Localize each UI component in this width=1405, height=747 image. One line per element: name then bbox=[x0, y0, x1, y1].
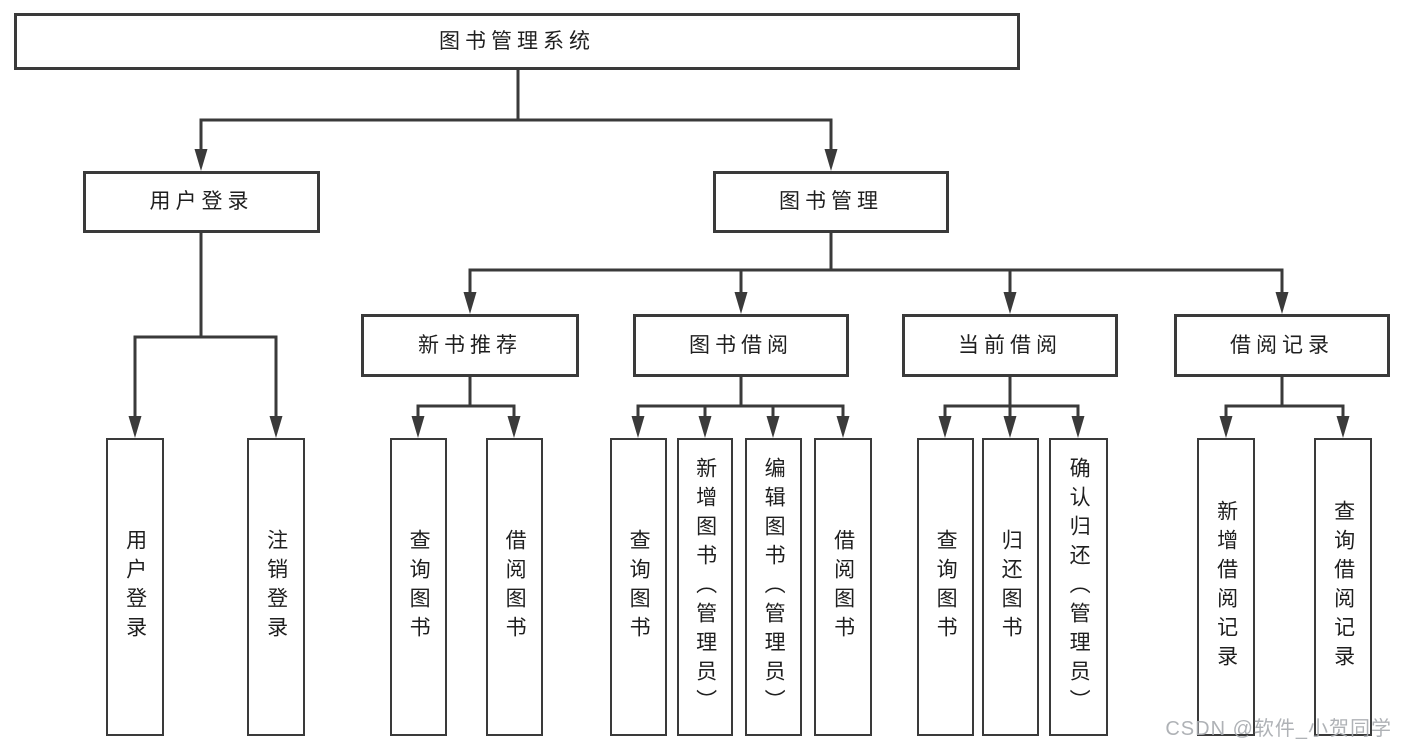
node-borrowing-records: 借阅记录 bbox=[1174, 314, 1390, 377]
node-label: 图书管理 bbox=[779, 190, 883, 214]
node-label: 编辑图书（管理员） bbox=[762, 456, 786, 718]
node-label: 新增图书（管理员） bbox=[693, 456, 717, 718]
node-leaf-user-login: 用户登录 bbox=[106, 438, 164, 736]
node-leaf-borrow-books-recommend: 借阅图书 bbox=[486, 438, 543, 736]
node-leaf-logout: 注销登录 bbox=[247, 438, 305, 736]
node-leaf-query-borrow-record: 查询借阅记录 bbox=[1314, 438, 1372, 736]
node-label: 借阅图书 bbox=[831, 529, 855, 645]
node-label: 查询借阅记录 bbox=[1331, 500, 1355, 674]
node-label: 确认归还（管理员） bbox=[1067, 456, 1091, 718]
node-book-borrowing: 图书借阅 bbox=[633, 314, 849, 377]
node-label: 图书管理系统 bbox=[439, 29, 595, 53]
node-book-management: 图书管理 bbox=[713, 171, 949, 233]
node-label: 借阅记录 bbox=[1230, 333, 1334, 357]
node-new-book-recommend: 新书推荐 bbox=[361, 314, 579, 377]
node-label: 当前借阅 bbox=[958, 333, 1062, 357]
node-label: 注销登录 bbox=[264, 529, 288, 645]
node-label: 查询图书 bbox=[627, 529, 651, 645]
node-leaf-query-books-borrowing: 查询图书 bbox=[610, 438, 667, 736]
node-leaf-add-books-admin: 新增图书（管理员） bbox=[677, 438, 733, 736]
node-leaf-add-borrow-record: 新增借阅记录 bbox=[1197, 438, 1255, 736]
node-label: 查询图书 bbox=[934, 529, 958, 645]
node-leaf-query-books-current: 查询图书 bbox=[917, 438, 974, 736]
node-label: 用户登录 bbox=[149, 190, 254, 214]
node-leaf-query-books-recommend: 查询图书 bbox=[390, 438, 447, 736]
node-label: 新增借阅记录 bbox=[1214, 500, 1238, 674]
node-user-login: 用户登录 bbox=[83, 171, 320, 233]
csdn-watermark: CSDN @软件_小贺同学 bbox=[1165, 718, 1392, 740]
node-label: 新书推荐 bbox=[418, 333, 522, 357]
node-leaf-return-books: 归还图书 bbox=[982, 438, 1039, 736]
node-label: 用户登录 bbox=[123, 529, 147, 645]
node-label: 查询图书 bbox=[407, 529, 431, 645]
node-label: 归还图书 bbox=[999, 529, 1023, 645]
node-label: 借阅图书 bbox=[503, 529, 527, 645]
node-leaf-borrow-books: 借阅图书 bbox=[814, 438, 872, 736]
node-leaf-confirm-return-admin: 确认归还（管理员） bbox=[1049, 438, 1108, 736]
node-current-borrowing: 当前借阅 bbox=[902, 314, 1118, 377]
node-leaf-edit-books-admin: 编辑图书（管理员） bbox=[745, 438, 802, 736]
node-library-management-system: 图书管理系统 bbox=[14, 13, 1020, 70]
node-label: 图书借阅 bbox=[689, 333, 793, 357]
